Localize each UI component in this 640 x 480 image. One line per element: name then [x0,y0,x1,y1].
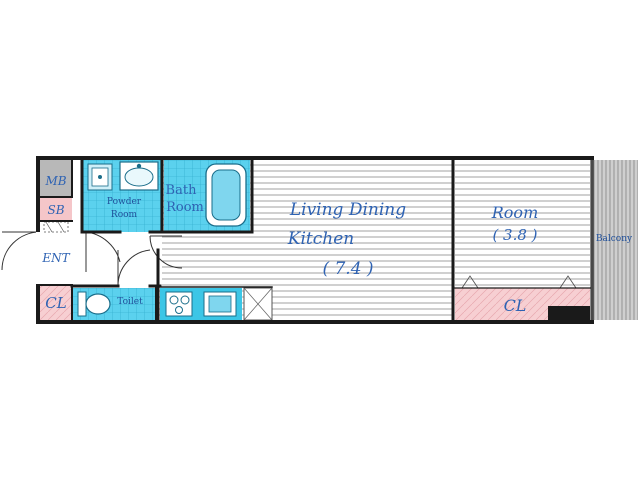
mb-box [40,160,72,196]
label-cl-entry: CL [45,294,66,312]
label-sb: SB [47,203,64,217]
label-ent: ENT [41,251,70,265]
label-bath-1: Bath [166,183,198,198]
sb-box [40,198,72,220]
label-toilet: Toilet [117,297,143,307]
label-powder-2: Room [111,210,138,220]
balcony-floor [592,160,638,320]
label-mb: MB [44,174,66,188]
label-ldk-1: Living Dining [289,200,406,220]
label-bath-2: Room [166,200,204,215]
closet-door [461,275,577,289]
label-room-size: ( 3.8 ) [492,226,537,244]
label-ldk-size: ( 7.4 ) [322,259,373,279]
entrance-door [1,231,41,271]
label-cl-room: CL [504,296,527,315]
room-floor [455,160,590,288]
label-room: Room [491,203,538,222]
corridor-floor [72,232,162,286]
label-powder-1: Powder [107,197,142,207]
stove-icon [165,291,193,317]
cl-entry-box [40,286,72,320]
toilet-icon [77,291,87,317]
label-ldk-2: Kitchen [287,229,354,249]
label-balcony: Balcony [596,234,633,244]
walls [36,156,594,324]
room-closet-dark [548,306,590,320]
